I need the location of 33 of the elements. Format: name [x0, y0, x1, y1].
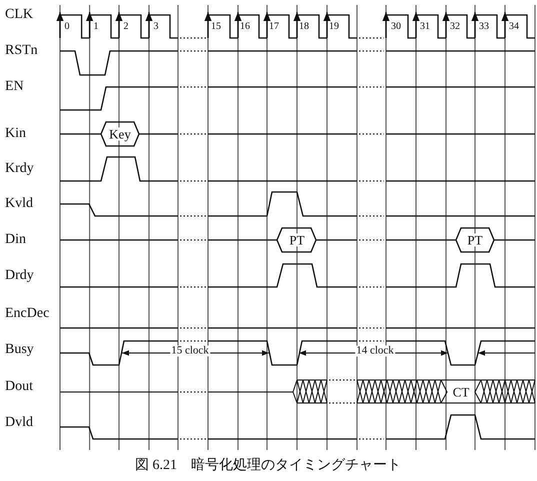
- cycle-number: 17: [269, 22, 279, 32]
- cycle-number: 1: [94, 22, 98, 32]
- signal-name: Busy: [5, 343, 34, 357]
- cycle-number: 0: [64, 22, 70, 32]
- signal-name: Dout: [5, 380, 33, 394]
- cycle-number: 34: [509, 22, 519, 32]
- signal-name: RSTn: [5, 44, 38, 58]
- dimension-text: 15 clock: [170, 346, 210, 356]
- cycle-number: 33: [479, 22, 489, 32]
- signal-name: Drdy: [5, 269, 34, 283]
- dimension-text: 14 clock: [355, 346, 395, 356]
- cycle-number: 15: [211, 22, 221, 32]
- signal-name: EncDec: [5, 307, 50, 321]
- cycle-number: 31: [420, 22, 430, 32]
- cycle-number: 2: [124, 22, 128, 32]
- bus-value-label: Key: [108, 128, 132, 140]
- figure-caption: 図 6.21 暗号化処理のタイミングチャート: [135, 459, 401, 473]
- cycle-number: 16: [240, 22, 250, 32]
- bus-value-label: PT: [288, 234, 306, 246]
- signal-name: Kin: [5, 127, 26, 141]
- signal-name: Kvld: [5, 197, 33, 211]
- signal-name: Dvld: [5, 416, 33, 430]
- bus-value-label: PT: [466, 234, 484, 246]
- cycle-number: 19: [329, 22, 339, 32]
- cycle-number: 32: [450, 22, 460, 32]
- cycle-number: 3: [154, 22, 158, 32]
- cycle-number: 18: [299, 22, 309, 32]
- signal-name: CLK: [5, 8, 33, 22]
- signal-name: EN: [5, 80, 24, 94]
- signal-name: Din: [5, 233, 26, 247]
- signal-name: Krdy: [5, 162, 34, 176]
- bus-value-label: CT: [452, 386, 470, 398]
- cycle-number: 30: [391, 22, 401, 32]
